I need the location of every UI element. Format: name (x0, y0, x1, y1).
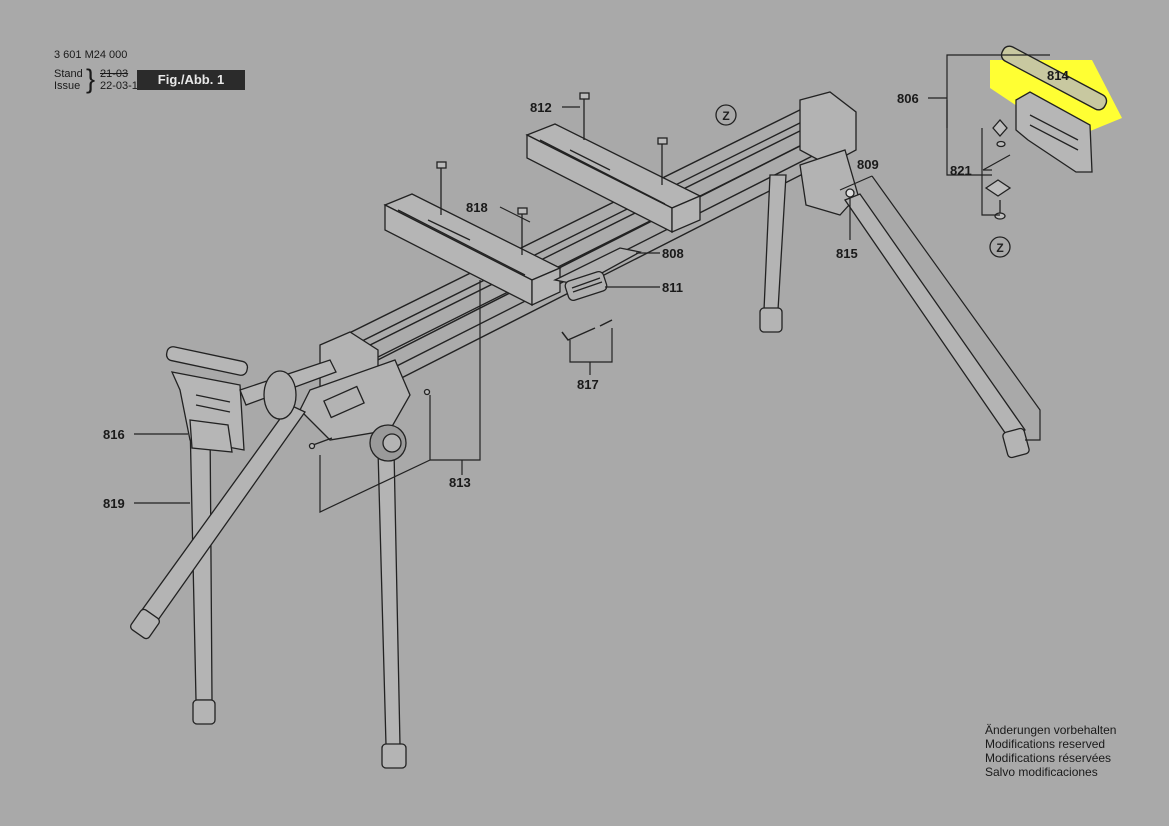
rail-end-right (799, 91, 859, 216)
roller-814[interactable] (999, 44, 1109, 113)
stand-label: Stand (54, 68, 83, 80)
callout-819[interactable]: 819 (103, 496, 125, 511)
callout-812[interactable]: 812 (530, 100, 552, 115)
stand-value: 21-03 (100, 68, 129, 80)
callout-816[interactable]: 816 (103, 427, 125, 442)
callout-808[interactable]: 808 (662, 246, 684, 261)
callout-811[interactable]: 811 (662, 280, 683, 295)
callout-labels: 812 806 814 821 809 815 818 808 811 817 … (103, 68, 1069, 511)
svg-text:Z: Z (722, 109, 729, 123)
leg-819-front[interactable] (189, 419, 216, 725)
arm-pivot (263, 370, 297, 420)
screws-813[interactable] (308, 388, 431, 450)
note-english: Modifications reserved (985, 737, 1106, 751)
leg-middle[interactable] (369, 424, 407, 769)
part-814-highlight[interactable] (990, 60, 1122, 136)
callout-806[interactable]: 806 (897, 91, 919, 106)
leg-rear-short[interactable] (759, 174, 787, 333)
callout-817[interactable]: 817 (577, 377, 599, 392)
work-support-arm-lower (383, 193, 562, 307)
leg-rear-809[interactable] (844, 193, 1030, 459)
pivot-815[interactable] (845, 188, 855, 198)
figure-label: Fig./Abb. 1 (137, 70, 245, 90)
leg-diagonal-left[interactable] (129, 404, 306, 640)
callout-818[interactable]: 818 (466, 200, 488, 215)
callout-815[interactable]: 815 (836, 246, 858, 261)
callout-813[interactable]: 813 (449, 475, 471, 490)
brace-icon: } (86, 64, 96, 94)
note-spanish: Salvo modificaciones (985, 765, 1098, 779)
handle-811[interactable] (564, 270, 608, 302)
issue-label: Issue (54, 80, 81, 92)
callout-814[interactable]: 814 (1047, 68, 1069, 83)
callout-809[interactable]: 809 (857, 157, 879, 172)
note-german: Änderungen vorbehalten (985, 723, 1117, 737)
svg-text:Z: Z (996, 241, 1003, 255)
document-number: 3 601 M24 000 (54, 49, 128, 61)
issue-value: 22-03-11 (100, 80, 144, 92)
note-french: Modifications réservées (985, 751, 1112, 765)
hex-key-817[interactable] (561, 319, 613, 341)
callout-821[interactable]: 821 (950, 163, 972, 178)
z-marker-detail: Z (989, 236, 1011, 258)
bracket-821[interactable] (1015, 91, 1093, 173)
z-marker-top: Z (715, 104, 737, 126)
work-support-arm-upper (525, 123, 702, 234)
knob-and-washer[interactable] (984, 119, 1012, 220)
bolt-812[interactable] (436, 92, 668, 255)
leader-lines (134, 54, 1050, 513)
